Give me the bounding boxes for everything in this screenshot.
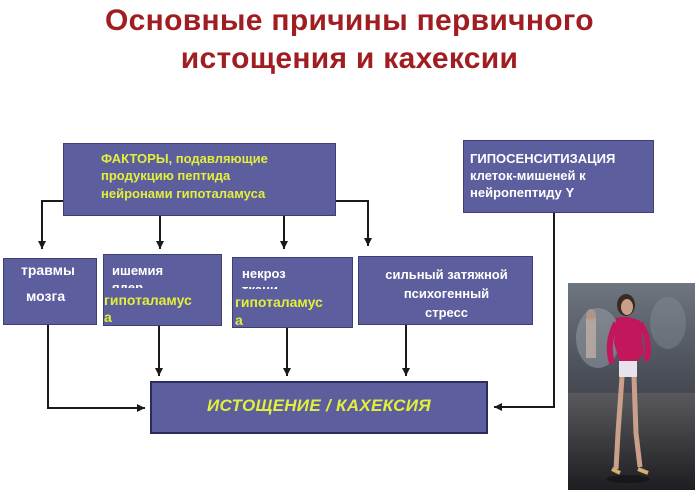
ischemia-box: ишемия ядер гипоталамус а — [103, 254, 222, 326]
necrosis-box-line-2: ткани — [242, 283, 278, 289]
factors-box-line-1: ФАКТОРЫ, подавляющие — [101, 151, 268, 166]
trauma-box: травмы мозга — [3, 258, 97, 325]
stress-box: сильный затяжной психогенный стресс — [358, 256, 533, 325]
hyposensitization-box-line-2: клеток-мишеней к — [470, 168, 586, 183]
ischemia-box-line-3: гипоталамус — [104, 292, 192, 308]
trauma-box-line-1: травмы — [21, 262, 75, 278]
stress-box-line-1: сильный затяжной — [385, 267, 508, 282]
arrow-hyposensitization-to-result — [494, 213, 555, 411]
necrosis-box-line-3: гипоталамус — [235, 294, 323, 310]
necrosis-box: некроз ткани гипоталамус а — [232, 257, 353, 328]
stress-box-line-2: психогенный — [403, 286, 490, 301]
factors-box-line-3: нейронами гипоталамуса — [101, 186, 266, 201]
hyposensitization-box-line-1: ГИПОСЕНСИТИЗАЦИЯ — [470, 151, 616, 166]
arrow-factors-to-trauma — [38, 200, 63, 249]
model-photo — [568, 283, 695, 490]
arrow-trauma-to-result — [47, 325, 145, 412]
result-box: ИСТОЩЕНИЕ / КАХЕКСИЯ — [150, 381, 488, 434]
ischemia-box-line-2: ядер — [112, 281, 143, 288]
factors-box-line-2: продукцию пептида — [101, 168, 231, 183]
hyposensitization-box-line-3: нейропептиду Y — [470, 185, 575, 200]
ischemia-box-line-1: ишемия — [112, 263, 164, 278]
slide-title-line-2: истощения и кахексии — [180, 42, 519, 75]
stress-box-line-3: стресс — [424, 305, 469, 320]
necrosis-box-line-4: а — [235, 312, 243, 328]
ischemia-box-line-4: а — [104, 309, 112, 325]
arrow-factors-to-stress — [336, 200, 372, 246]
factors-box: ФАКТОРЫ, подавляющие продукцию пептида н… — [63, 143, 336, 216]
necrosis-box-line-1: некроз — [242, 266, 286, 281]
result-box-label: ИСТОЩЕНИЕ / КАХЕКСИЯ — [207, 396, 431, 415]
slide-title-line-1: Основные причины первичного — [105, 4, 594, 37]
trauma-box-line-2: мозга — [26, 288, 66, 304]
hyposensitization-box: ГИПОСЕНСИТИЗАЦИЯ клеток-мишеней к нейроп… — [463, 140, 654, 213]
